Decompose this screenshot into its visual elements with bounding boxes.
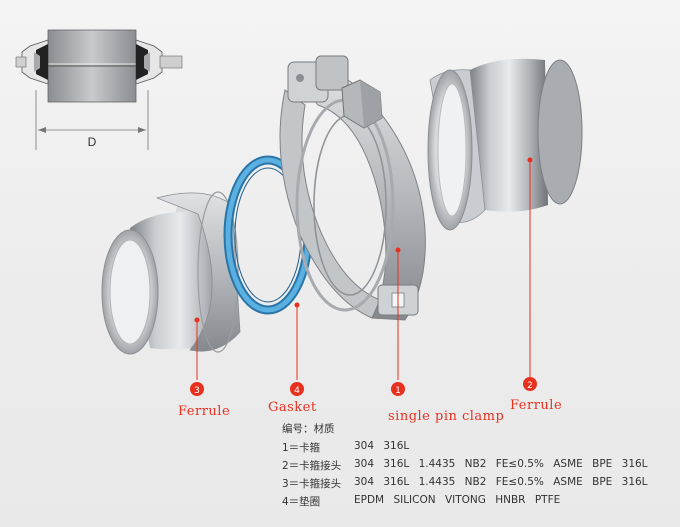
spec-row-value: 304 316L 1.4435 NB2 FE≤0.5% ASME BPE 316… bbox=[354, 458, 648, 470]
marker-ferrule-left: 3 bbox=[190, 382, 204, 396]
spec-row-value: EPDM SILICON VITONG HNBR PTFE bbox=[354, 494, 561, 506]
spec-row-value: 304 316L bbox=[354, 440, 410, 452]
clamp-illustration bbox=[279, 55, 426, 380]
label-ferrule-left: Ferrule bbox=[178, 404, 231, 419]
spec-header: 编号：材质 bbox=[282, 423, 335, 435]
spec-row-value: 304 316L 1.4435 NB2 FE≤0.5% ASME BPE 316… bbox=[354, 476, 648, 488]
spec-row-key: 4＝垫圈 bbox=[282, 496, 321, 508]
svg-text:4: 4 bbox=[294, 386, 300, 396]
label-clamp: single pin clamp bbox=[388, 409, 505, 424]
marker-gasket: 4 bbox=[290, 382, 304, 396]
spec-row-key: 3＝卡箍接头 bbox=[282, 478, 342, 490]
ferrule-right-illustration bbox=[427, 58, 583, 380]
marker-clamp: 1 bbox=[391, 382, 405, 396]
svg-text:3: 3 bbox=[194, 386, 200, 396]
cross-section-view: D bbox=[15, 29, 183, 150]
marker-ferrule-right: 2 bbox=[523, 377, 537, 391]
ferrule-left-illustration bbox=[101, 191, 241, 380]
spec-row-key: 2＝卡箍接头 bbox=[282, 460, 342, 472]
svg-text:1: 1 bbox=[395, 386, 401, 396]
dimension-label-d: D bbox=[88, 135, 97, 149]
svg-text:2: 2 bbox=[527, 381, 533, 391]
spec-row-key: 1＝卡箍 bbox=[282, 442, 321, 454]
label-ferrule-right: Ferrule bbox=[510, 398, 563, 413]
label-gasket: Gasket bbox=[268, 400, 317, 415]
